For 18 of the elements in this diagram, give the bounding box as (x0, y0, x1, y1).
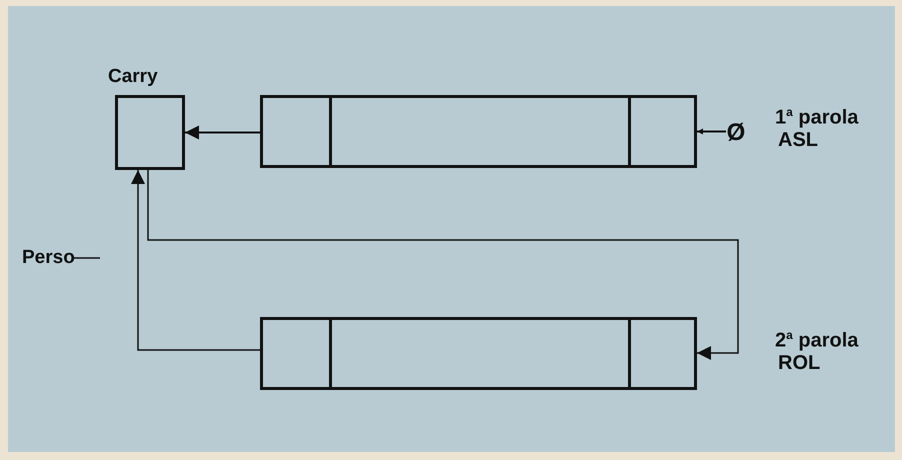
register-label: ROL (778, 351, 820, 375)
register-label: 2$^{a}$ parola (775, 327, 858, 353)
bit-cell (628, 317, 697, 390)
arrow (147, 170, 739, 360)
leader-label: Perso (22, 246, 74, 270)
bit-cell (260, 317, 332, 390)
heading: Carry (108, 66, 158, 88)
zero-symbol: Ø (726, 120, 746, 146)
register-label: ASL (778, 128, 818, 152)
arrow (185, 126, 260, 140)
arrow (131, 170, 260, 351)
register-cell (332, 317, 628, 390)
bit-cell (260, 95, 332, 168)
leader-line (74, 257, 100, 259)
arrow (697, 128, 726, 134)
register-label: 1$^{a}$ parola (775, 104, 858, 130)
register-cell (332, 95, 628, 168)
bit-cell (628, 95, 697, 168)
